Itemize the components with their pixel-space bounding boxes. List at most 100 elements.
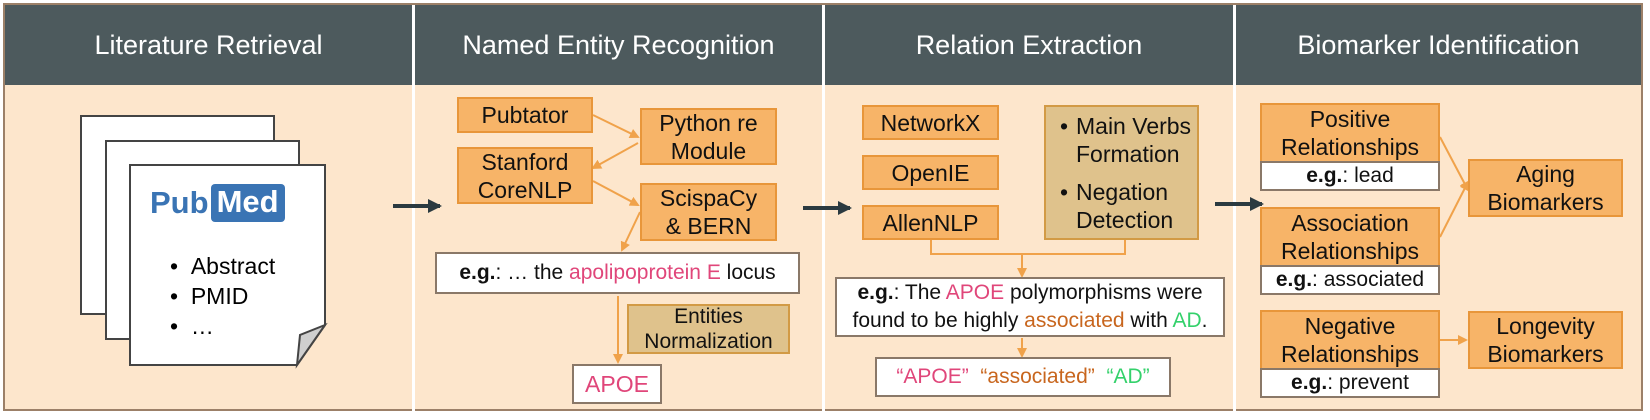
triple-relation: “associated” [980,365,1095,388]
bullet-dot: • [1059,178,1069,205]
positive-example-text: : lead [1342,164,1394,187]
example-prefix: e.g. [1291,371,1328,394]
allennlp-label: AllenNLP [882,209,979,236]
example-relation: associated [1024,309,1125,332]
example-colon: : [893,281,900,304]
pubtator-box: Pubtator [457,97,593,133]
pubmed-logo: Pub Med [150,180,320,225]
association-example-box: e.g.: associated [1260,265,1440,295]
longevity-line2: Biomarkers [1487,341,1604,367]
header-relation-extraction: Relation Extraction [825,5,1233,85]
normalization-line2: Normalization [644,330,773,353]
bullet-dot: • [170,313,191,339]
relation-example-box: e.g.: The APOE polymorphisms were found … [835,277,1225,337]
positive-line2: Relationships [1280,134,1420,160]
networkx-box: NetworkX [862,105,999,140]
bullet-abstract: • Abstract [170,253,275,280]
python-re-line2: Module [670,137,747,164]
example-entity-1: APOE [945,281,1005,304]
longevity-line1: Longevity [1496,313,1595,339]
column-divider [412,5,415,411]
openie-label: OpenIE [891,159,970,186]
normalization-line1: Entities [674,305,743,328]
example-text: The [899,281,946,304]
scispacy-line1: ScispaCy [659,185,758,211]
logo-pub: Pub [150,184,209,220]
example-text-before: … the [501,261,570,284]
verbs-line1: Main Verbs [1076,112,1192,139]
triple-space [969,363,981,391]
bullet-ellipsis: • … [170,313,214,340]
example-text: with [1124,309,1173,332]
header-named-entity-recognition: Named Entity Recognition [415,5,822,85]
scispacy-line2: & BERN [665,213,752,239]
stanford-line2: CoreNLP [477,176,573,203]
python-re-line1: Python re [659,109,758,136]
triple-space [1095,363,1107,391]
triple-box: “APOE” “associated” “AD” [875,357,1171,397]
ner-result-box: APOE [572,364,662,404]
bullet-dot: • [170,253,191,279]
column-divider [1233,5,1236,411]
association-line2: Relationships [1280,238,1420,264]
example-entity-2: AD [1172,309,1202,332]
bullet-text: PMID [190,283,249,309]
negative-example-text: : prevent [1327,371,1409,394]
aging-line2: Biomarkers [1487,189,1604,215]
negative-line2: Relationships [1280,341,1420,367]
relation-example-line2: found to be highly associated with AD. [853,307,1208,335]
openie-box: OpenIE [862,155,999,190]
connector [930,240,932,255]
association-line1: Association [1291,210,1409,236]
header-literature-retrieval: Literature Retrieval [5,5,412,85]
bullet-text: … [190,313,214,339]
bullet-dot: • [1059,112,1069,139]
negation-line2: Detection [1076,206,1174,233]
example-text-after: locus [720,261,776,284]
example-prefix: e.g. [1306,164,1343,187]
negative-example-box: e.g.: prevent [1260,368,1440,398]
bullet-text: Abstract [190,253,276,279]
scispacy-bern-box: ScispaCy& BERN [640,183,777,241]
bullet-dot: • [170,283,191,309]
association-example-text: : associated [1312,268,1425,291]
pubtator-label: Pubtator [481,102,569,128]
stanford-line1: Stanford [481,148,569,175]
negative-line1: Negative [1304,313,1396,339]
example-prefix: e.g. [1275,268,1313,291]
negation-line1: Negation [1076,178,1169,205]
relation-example-line1: e.g.: The APOE polymorphisms were [857,279,1202,307]
column-divider [822,5,825,411]
positive-example-box: e.g.: lead [1260,161,1440,191]
positive-line1: Positive [1309,106,1391,132]
ner-example-box: e.g.: … the apolipoprotein E locus [435,252,800,294]
example-colon: : [495,261,502,284]
example-prefix: e.g. [459,261,496,284]
example-text: . [1201,309,1208,332]
triple-entity-1: “APOE” [896,365,969,388]
triple-entity-2: “AD” [1106,365,1150,388]
example-prefix: e.g. [857,281,894,304]
bullet-pmid: • PMID [170,283,248,310]
example-entity: apolipoprotein E [569,261,721,284]
example-text: polymorphisms were [1004,281,1203,304]
header-biomarker-identification: Biomarker Identification [1236,5,1641,85]
document-middle [105,140,300,340]
connector [1124,240,1126,255]
logo-med: Med [210,183,285,222]
verbs-line2: Formation [1076,140,1180,167]
allennlp-box: AllenNLP [862,205,999,240]
networkx-label: NetworkX [880,109,981,136]
